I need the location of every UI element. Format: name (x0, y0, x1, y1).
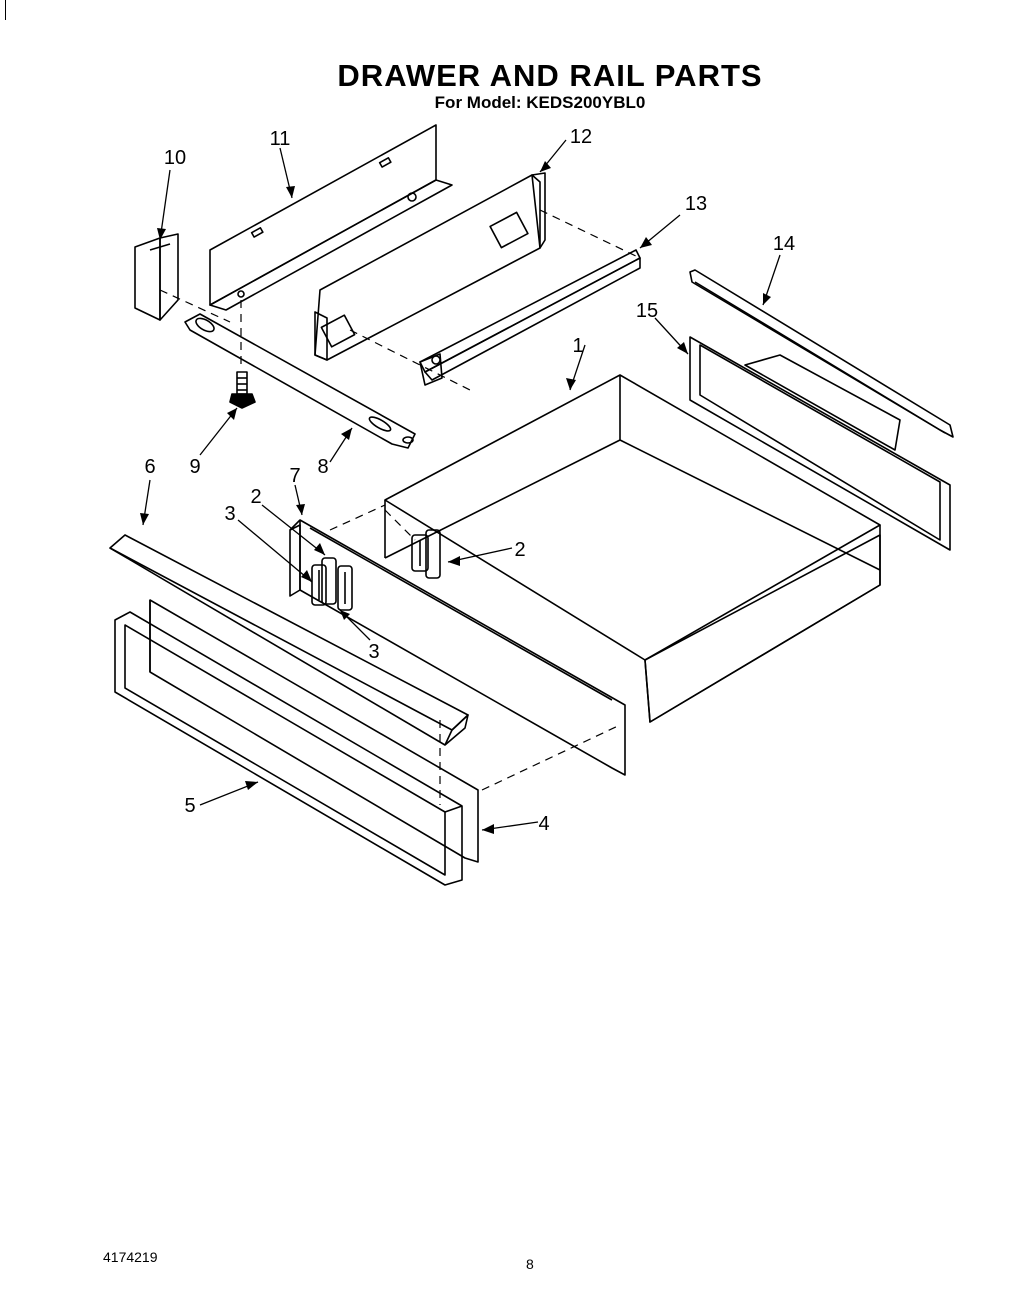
part-1-drawer-body (384, 374, 881, 723)
scan-edge-mark (5, 0, 6, 20)
part-4-inner-panel (149, 599, 479, 863)
part-8-bracket-strip (184, 313, 416, 449)
part-10-bracket (134, 233, 179, 321)
callout-4: 4 (538, 813, 549, 835)
callout-3-lower: 3 (368, 641, 379, 663)
callout-2-right: 2 (514, 539, 525, 561)
part-6-top-trim (109, 534, 469, 746)
callout-14: 14 (773, 233, 795, 255)
part-9-screw (229, 371, 256, 409)
part-2-3-hinge-clips-left (311, 557, 353, 611)
part-2-hinge-clip-right (411, 529, 441, 579)
callout-5: 5 (184, 795, 195, 817)
part-14-rear-strip (689, 269, 954, 438)
callout-15: 15 (636, 300, 658, 322)
callout-12: 12 (570, 126, 592, 148)
callout-8: 8 (317, 456, 328, 478)
callout-6: 6 (144, 456, 155, 478)
model-subtitle: For Model: KEDS200YBL0 (434, 93, 646, 112)
callout-1: 1 (572, 335, 583, 357)
callout-7: 7 (289, 465, 300, 487)
callout-9: 9 (189, 456, 200, 478)
part-11-rail-panel (209, 124, 453, 311)
document-number: 4174219 (103, 1249, 158, 1265)
page-title: DRAWER AND RAIL PARTS (337, 58, 763, 93)
callout-11: 11 (270, 128, 291, 150)
part-13-slide-rail (419, 249, 641, 386)
callout-3-upper: 3 (224, 503, 235, 525)
part-7-front-frame (289, 519, 626, 776)
part-15-rear-frame (689, 336, 951, 551)
part-12-side-rail (314, 172, 546, 361)
page-number: 8 (526, 1256, 534, 1272)
callout-13: 13 (685, 193, 707, 215)
callout-10: 10 (164, 147, 186, 169)
callout-2-left: 2 (250, 486, 261, 508)
part-5-front-frame (114, 611, 463, 886)
